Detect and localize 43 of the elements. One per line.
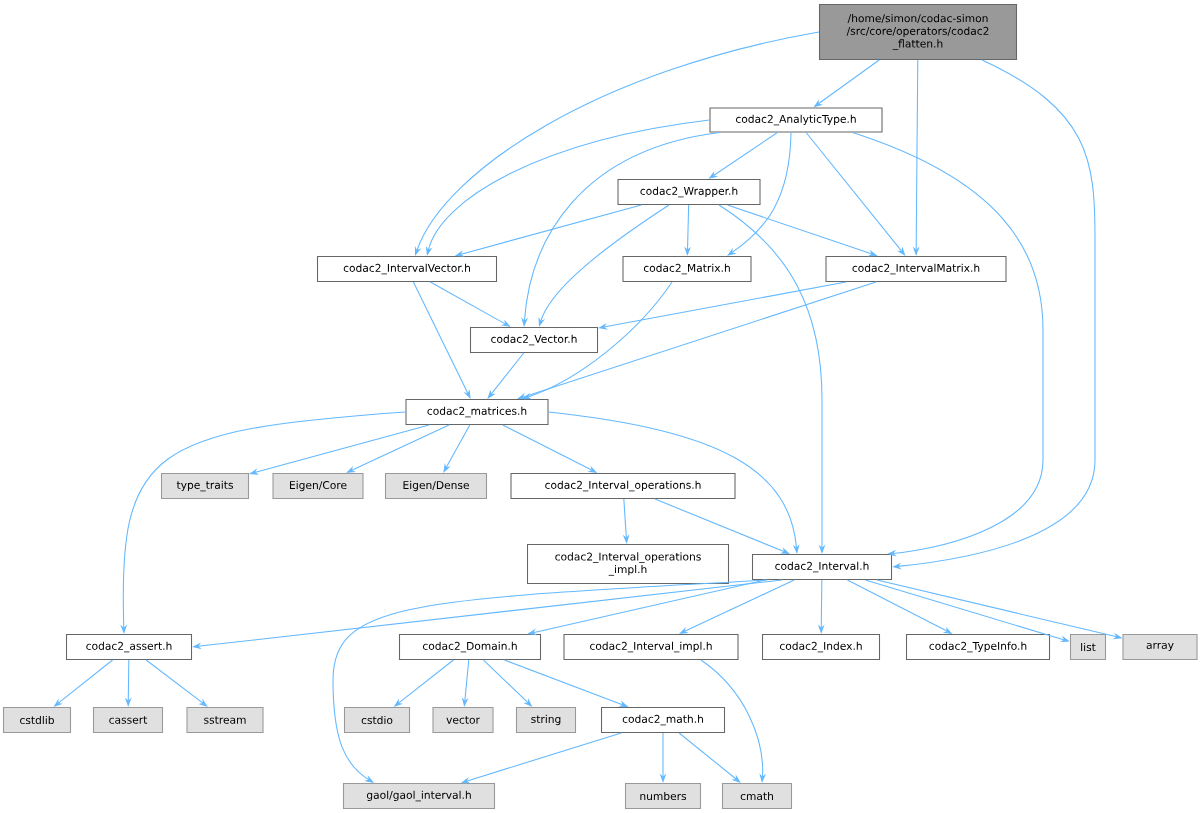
arrow — [412, 281, 471, 399]
arrow — [487, 352, 525, 399]
system-header-box: gaol/gaol_interval.h — [342, 782, 496, 810]
system-header-box: sstream — [186, 706, 264, 734]
system-header-box: list — [1069, 633, 1107, 661]
arrow — [145, 659, 208, 707]
file-box: codac2_Interval_operations _impl.h — [526, 543, 730, 585]
file-box: codac2_Interval_impl.h — [563, 633, 739, 661]
system-header-box: numbers — [624, 782, 702, 810]
file-box: codac2_Interval_operations.h — [510, 472, 736, 500]
main-file-box: /home/simon/codac-simon /src/core/operators/codac2 _flatten.h — [818, 3, 1018, 61]
arrow — [678, 732, 741, 783]
arrow — [727, 132, 792, 256]
file-box: codac2_Interval.h — [751, 553, 893, 581]
arrow — [522, 281, 673, 400]
system-header-box: array — [1122, 633, 1198, 661]
file-box: codac2_AnalyticType.h — [709, 107, 883, 133]
file-box: codac2_Wrapper.h — [617, 178, 761, 206]
system-header-box: string — [515, 706, 577, 734]
file-box: codac2_Matrix.h — [622, 255, 752, 283]
arrow — [332, 579, 768, 783]
system-header-box: Eigen/Core — [272, 472, 364, 500]
arrow — [805, 132, 906, 256]
arrow — [852, 132, 1044, 557]
file-box: codac2_Domain.h — [398, 633, 542, 661]
file-box: codac2_matrices.h — [405, 398, 549, 426]
arrow — [443, 424, 471, 473]
system-header-box: Eigen/Dense — [384, 472, 488, 500]
system-header-box: cmath — [721, 782, 793, 810]
system-header-box: cstdio — [343, 706, 411, 734]
arrow — [654, 498, 790, 554]
file-box: codac2_IntervalVector.h — [316, 255, 498, 283]
file-box: codac2_Index.h — [761, 633, 881, 661]
system-header-box: cstdlib — [2, 706, 72, 734]
file-box: codac2_IntervalMatrix.h — [825, 255, 1007, 283]
system-header-box: vector — [432, 706, 494, 734]
system-header-box: cassert — [92, 706, 164, 734]
system-header-box: type_traits — [160, 472, 250, 500]
file-box: codac2_math.h — [600, 706, 726, 734]
file-box: codac2_assert.h — [65, 633, 193, 661]
file-box: codac2_TypeInfo.h — [905, 633, 1051, 661]
arrow — [346, 424, 450, 473]
file-box: codac2_Vector.h — [469, 326, 599, 354]
